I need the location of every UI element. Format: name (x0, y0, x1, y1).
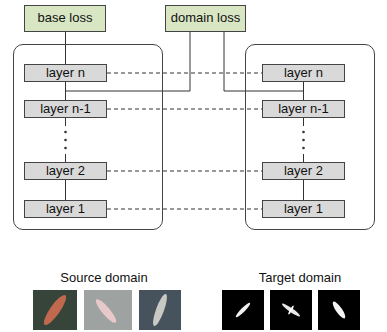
dot (302, 147, 305, 150)
box-label: layer 2 (46, 164, 85, 178)
network-container: layer n layer n-1 layer 2 layer 1 (13, 44, 163, 230)
layer-box: layer 1 (24, 200, 107, 218)
ship-image (139, 290, 181, 330)
dots-patch (299, 126, 308, 154)
ship-blob (235, 302, 252, 319)
loss-box: base loss (24, 5, 106, 32)
connector-line (303, 118, 304, 162)
layer-box: layer 2 (262, 162, 345, 180)
ship-blob (288, 305, 295, 315)
dot (64, 131, 67, 134)
dot (64, 147, 67, 150)
source-images (33, 290, 181, 330)
box-label: domain loss (171, 11, 240, 25)
connector-line (65, 32, 66, 64)
layer-box: layer 1 (262, 200, 345, 218)
layer-box: layer 2 (24, 162, 107, 180)
box-label: layer n (46, 66, 85, 80)
dashed-link (107, 171, 262, 172)
box-label: layer n (284, 66, 323, 80)
ship-shape (41, 292, 70, 327)
dashed-link (107, 209, 262, 210)
ship-blob (281, 302, 301, 318)
box-label: layer n-1 (278, 102, 329, 116)
box-label: base loss (38, 11, 93, 25)
target-images (222, 290, 360, 330)
connector-line (303, 180, 304, 200)
connector-line (65, 118, 66, 162)
layer-box: layer n (262, 64, 345, 82)
dashed-link (107, 73, 262, 74)
box-label: layer 2 (284, 164, 323, 178)
sar-image (222, 290, 264, 330)
ship-image (84, 290, 132, 330)
box-label: layer 1 (284, 202, 323, 216)
layer-box: layer n-1 (24, 100, 107, 118)
loss-box: domain loss (165, 5, 246, 32)
dots-patch (61, 126, 70, 154)
sar-image (270, 290, 312, 330)
connector-line (65, 180, 66, 200)
sar-image (318, 290, 360, 330)
box-label: layer n-1 (40, 102, 91, 116)
network-container: layer n layer n-1 layer 2 layer 1 (245, 44, 375, 230)
dot (302, 131, 305, 134)
ship-image (33, 290, 77, 330)
ship-blob (331, 300, 347, 320)
ship-shape (93, 297, 118, 325)
domain-label: Source domain (60, 271, 147, 285)
dot (64, 139, 67, 142)
domain-label: Target domain (259, 271, 341, 285)
box-label: layer 1 (46, 202, 85, 216)
ship-shape (150, 293, 169, 328)
ellipsis-dots (61, 126, 308, 154)
layer-box: layer n (24, 64, 107, 82)
dot (302, 139, 305, 142)
layer-box: layer n-1 (262, 100, 345, 118)
dashed-link (107, 109, 262, 110)
